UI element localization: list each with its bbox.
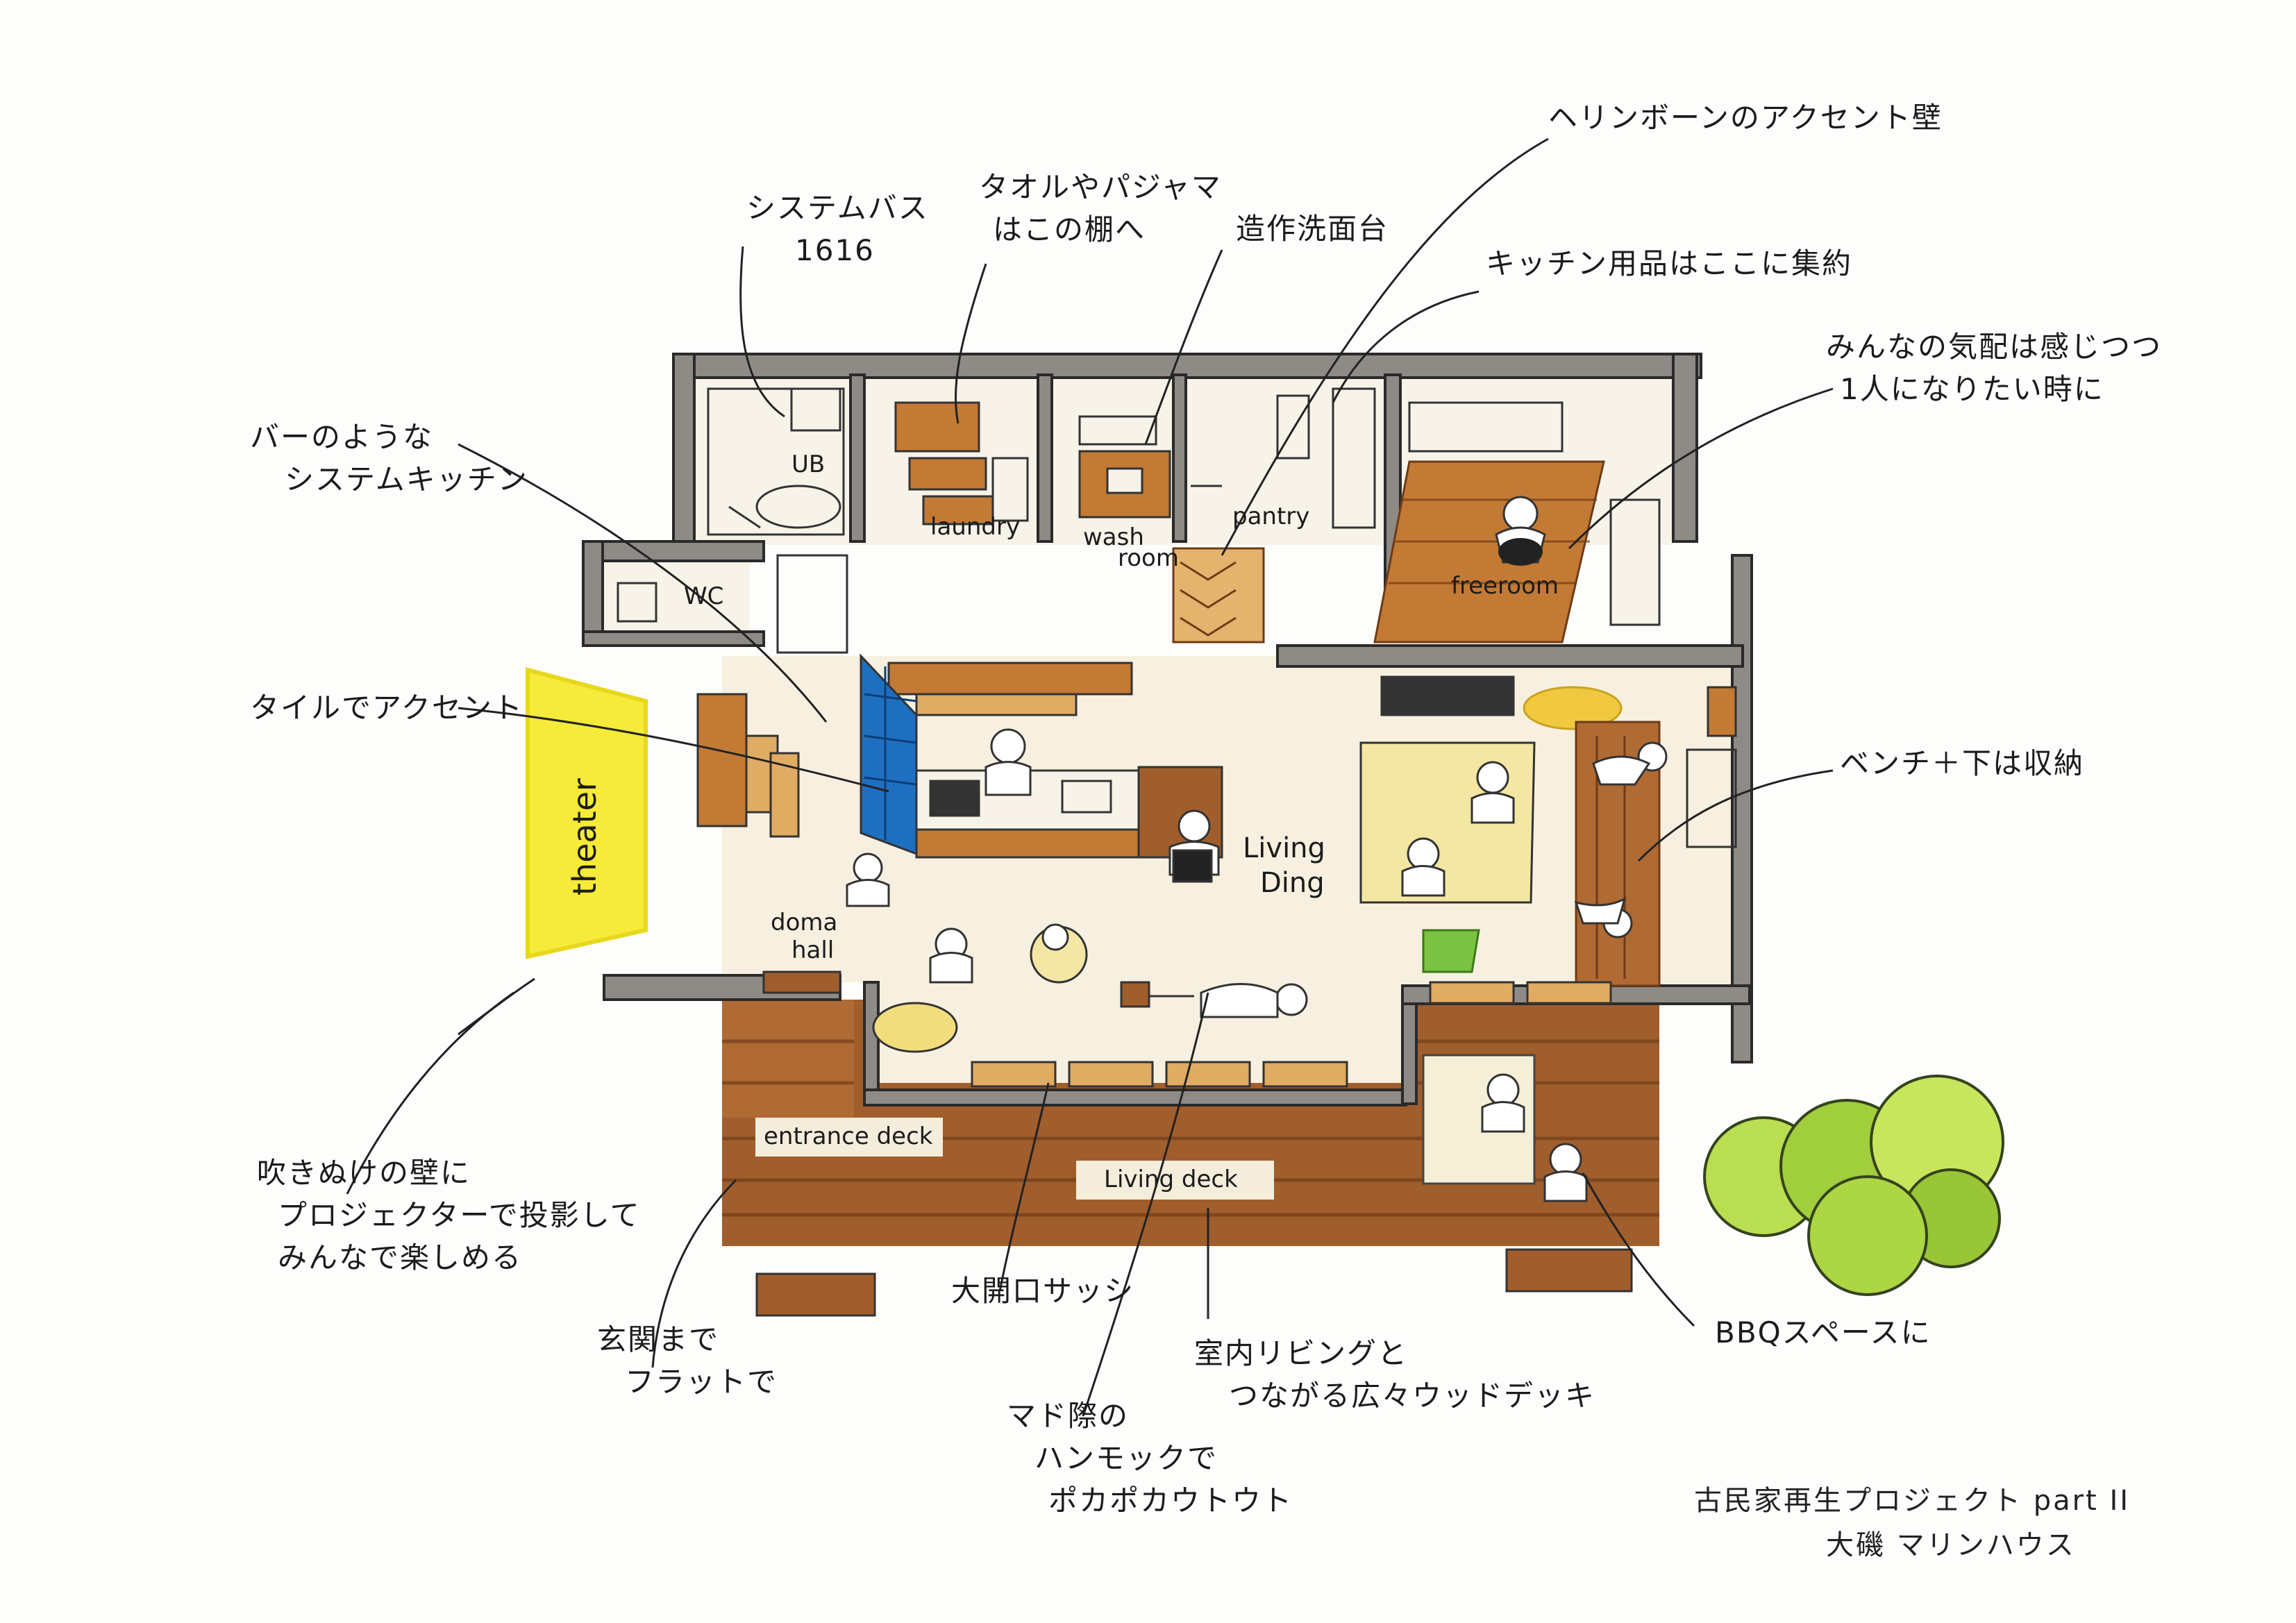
annotation-freeroom: みんなの気配は感じつつ 1人になりたい時に [1826, 330, 2163, 406]
vanity [1078, 415, 1171, 519]
label-entrance-deck: entrance deck [764, 1122, 933, 1150]
doma-shelves [696, 693, 800, 838]
living-rug [1359, 675, 1623, 904]
walls [582, 353, 1753, 1107]
label-ding: Ding [1260, 867, 1325, 899]
kitchen [860, 653, 1223, 859]
hammock [1120, 981, 1194, 1008]
annotation-outdoor-deck: 室内リビングと つながる広々ウッドデッキ [1194, 1336, 1596, 1413]
annotation-bench-storage: ベンチ＋下は収納 [1840, 746, 2085, 780]
theater-wall [526, 667, 648, 959]
window-right [1686, 686, 1737, 848]
annotation-bbq: BBQスペースに [1715, 1315, 1932, 1349]
annotation-vanity: 造作洗面台 [1236, 212, 1389, 246]
annotation-projector: 吹きぬけの壁に プロジェクターで投影して みんなで楽しめる [257, 1156, 641, 1275]
project-credit: 古民家再生プロジェクト part II 大磯 マリンハウス [1694, 1485, 2131, 1561]
label-laundry: laundry [930, 513, 1020, 541]
sash-windows [971, 981, 1612, 1088]
label-living-deck: Living deck [1104, 1166, 1238, 1193]
entrance-bench [762, 970, 958, 1053]
trees [1703, 1075, 2004, 1296]
laundry-shelves [894, 401, 1029, 525]
annotation-tile-accent: タイルでアクセント [250, 691, 523, 725]
annotation-entrance-flat: 玄関まで フラットで [597, 1322, 778, 1399]
annotation-hammock: マド際の ハンモックで ポカポカウトウト [1007, 1399, 1293, 1517]
label-freeroom: freeroom [1451, 572, 1559, 600]
label-doma: doma [771, 909, 837, 936]
annotation-herringbone: ヘリンボーンのアクセント壁 [1548, 101, 1943, 135]
label-wash: wash [1083, 523, 1144, 551]
room-labels: UB laundry wash room pantry freeroom WC … [566, 451, 1559, 1193]
annotation-bar-kitchen: バーのような システムキッチン [250, 420, 528, 496]
leader-lines [346, 137, 1834, 1417]
label-theater: theater [566, 778, 603, 895]
people [846, 741, 1668, 1202]
label-ub: UB [791, 451, 825, 478]
annotation-kitchen-storage: キッチン用品はここに集約 [1486, 246, 1853, 280]
label-living: Living [1243, 832, 1325, 864]
label-room: room [1118, 544, 1179, 572]
label-hall: hall [791, 936, 834, 964]
dining-person [1168, 809, 1220, 883]
herringbone-wall [1172, 547, 1265, 644]
bath-area [707, 387, 845, 536]
annotation-system-bath: システムバス 1616 [746, 191, 929, 267]
annotation-towel-shelf: タオルやパジャマ はこの棚へ [979, 170, 1222, 246]
wc-room [617, 554, 848, 654]
label-pantry: pantry [1232, 503, 1309, 530]
pantry-shelves [1191, 387, 1376, 529]
freeroom [1373, 401, 1661, 644]
plant [1422, 929, 1480, 973]
label-wc: WC [684, 582, 723, 610]
annotation-big-sash: 大開口サッシ [951, 1274, 1135, 1308]
